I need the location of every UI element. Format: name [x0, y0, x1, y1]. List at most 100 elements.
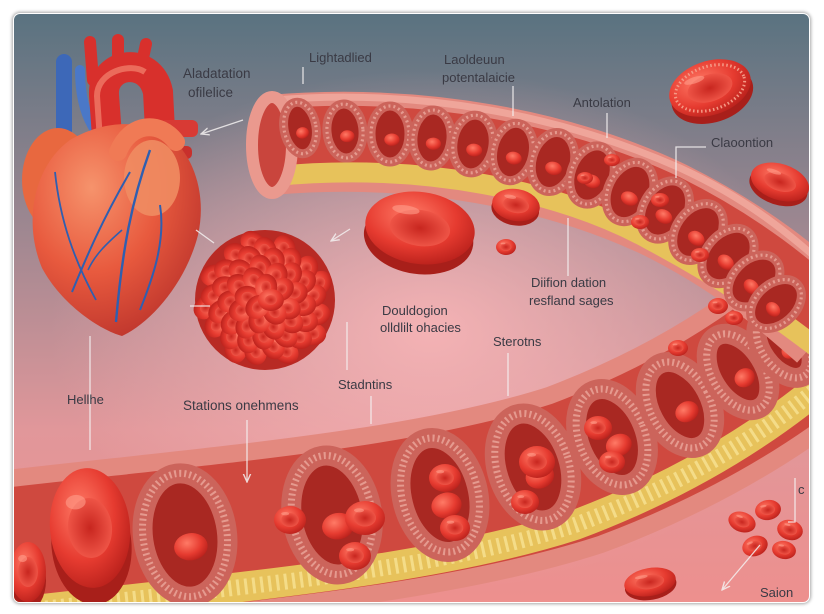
- red-blood-cell: [668, 340, 688, 356]
- blood-cell-cluster: [193, 230, 335, 370]
- red-blood-cell-highlight: [684, 75, 705, 85]
- red-blood-cell: [599, 451, 625, 473]
- upper-vessel-ring-cell: [765, 302, 781, 317]
- red-blood-cell-dip: [517, 496, 533, 508]
- red-blood-cell-dip: [695, 251, 705, 259]
- red-blood-cell-dip: [764, 172, 796, 192]
- red-blood-cell: [772, 540, 796, 560]
- label-center-line1: Douldogion: [382, 303, 448, 318]
- red-blood-cell-highlight: [729, 314, 734, 316]
- red-blood-cell-dip: [734, 516, 750, 528]
- red-blood-cell-dip: [389, 209, 451, 247]
- lower-vessel-ring-cell: [734, 368, 755, 388]
- red-blood-cell: [669, 59, 754, 124]
- cluster-cell-dip: [285, 269, 296, 281]
- upper-vessel-ring: [408, 105, 456, 171]
- label-left-center: Stations onehmens: [183, 398, 299, 413]
- red-blood-cell-highlight: [635, 218, 640, 220]
- red-blood-cell-highlight: [778, 544, 785, 547]
- red-blood-cell-dip: [580, 175, 590, 181]
- label-top-center: Lightadlied: [309, 50, 372, 65]
- red-blood-cell-highlight: [580, 174, 585, 177]
- aorta-arch-highlight: [93, 65, 147, 141]
- lower-vessel-ring-texture: [491, 410, 575, 524]
- label-right-edge-fragment: c: [798, 482, 805, 497]
- red-blood-cell: [440, 515, 470, 541]
- upper-vessel-ring-cell: [296, 127, 309, 139]
- red-blood-cells: [14, 59, 809, 602]
- red-blood-cell: [429, 464, 461, 492]
- upper-blood-vessel: [246, 91, 809, 363]
- labels: Aladatation ofilelice Lightadlied Laolde…: [67, 50, 805, 600]
- upper-vessel-ring: [322, 99, 368, 163]
- coronary-vein: [54, 171, 97, 301]
- red-blood-cell-highlight: [760, 504, 767, 508]
- label-center-line2: olldlilt ohacies: [380, 320, 461, 335]
- cluster-cell: [257, 289, 284, 311]
- red-blood-cell: [742, 535, 768, 557]
- lower-vessel-ring-texture: [642, 358, 718, 452]
- heart: [22, 34, 201, 337]
- lower-vessel-ring-cell: [431, 492, 462, 519]
- red-blood-cell: [651, 193, 669, 207]
- red-blood-cell-highlight: [607, 156, 612, 159]
- leader-lines: [89, 67, 796, 590]
- red-blood-cell-highlight: [65, 494, 86, 510]
- leader-line-far-right: [675, 146, 706, 178]
- red-blood-cell-dip: [67, 498, 113, 558]
- upper-vessel-ring: [279, 97, 321, 159]
- red-blood-cell-highlight: [634, 575, 648, 580]
- red-blood-cell: [363, 191, 475, 275]
- red-blood-cell-dip: [18, 557, 38, 587]
- label-upper-right: Antolation: [573, 95, 631, 110]
- red-blood-cell-dip: [760, 504, 776, 516]
- label-middle-right-line1: Diifion dation: [531, 275, 606, 290]
- label-center-low: Stadntins: [338, 377, 393, 392]
- label-top-center-right-line1: Laoldeuun: [444, 52, 505, 67]
- red-blood-cell-highlight: [504, 194, 517, 199]
- leader-line-top-left: [201, 119, 244, 134]
- red-blood-cell-highlight: [590, 421, 598, 425]
- upper-vessel-ring-cell: [505, 151, 522, 165]
- coronary-vein: [71, 171, 131, 293]
- upper-vessel-ring-cell: [466, 143, 483, 157]
- coronary-vein: [87, 229, 123, 271]
- red-blood-cell: [49, 468, 132, 602]
- red-blood-cell-dip: [590, 422, 606, 434]
- red-blood-cell-highlight: [746, 541, 753, 545]
- red-blood-cell: [708, 298, 728, 314]
- red-blood-cell: [339, 542, 371, 570]
- coronary-vein: [114, 149, 152, 323]
- red-blood-cell-dip: [502, 196, 530, 214]
- upper-vessel-ring-cell: [688, 230, 705, 246]
- red-blood-cell-highlight: [672, 343, 678, 346]
- red-blood-cell-dip: [672, 344, 684, 352]
- upper-vessel-ring-cell: [384, 133, 400, 146]
- label-top-left-line2: ofilelice: [188, 85, 233, 100]
- leader-line-right-edge: [788, 478, 796, 523]
- red-blood-cell: [777, 519, 803, 541]
- red-blood-cell-highlight: [695, 251, 700, 253]
- red-blood-cell-dip: [729, 314, 739, 322]
- red-blood-cell: [755, 499, 781, 521]
- red-blood-cell-highlight: [436, 470, 445, 474]
- red-blood-cell: [496, 239, 516, 255]
- upper-vessel-ring-texture: [325, 102, 365, 160]
- label-center-right: Sterotns: [493, 334, 542, 349]
- red-blood-cell-dip: [712, 302, 724, 310]
- upper-vessel-ring-cell: [620, 191, 638, 206]
- red-blood-cell: [345, 501, 385, 535]
- red-blood-cell-highlight: [392, 204, 420, 215]
- cluster-cells: [193, 230, 332, 365]
- upper-vessel-ring-cell: [655, 209, 673, 224]
- red-blood-cell-highlight: [500, 242, 506, 245]
- red-blood-cell: [519, 446, 555, 478]
- leader-line-cluster-right: [331, 228, 351, 241]
- red-blood-cell: [725, 311, 743, 325]
- lower-vessel-ring: [390, 427, 490, 563]
- lower-vessel-ring-cell: [605, 433, 632, 457]
- lower-blood-vessel: [14, 255, 809, 602]
- lower-vessel-ring: [635, 352, 725, 458]
- red-blood-cell: [728, 511, 756, 533]
